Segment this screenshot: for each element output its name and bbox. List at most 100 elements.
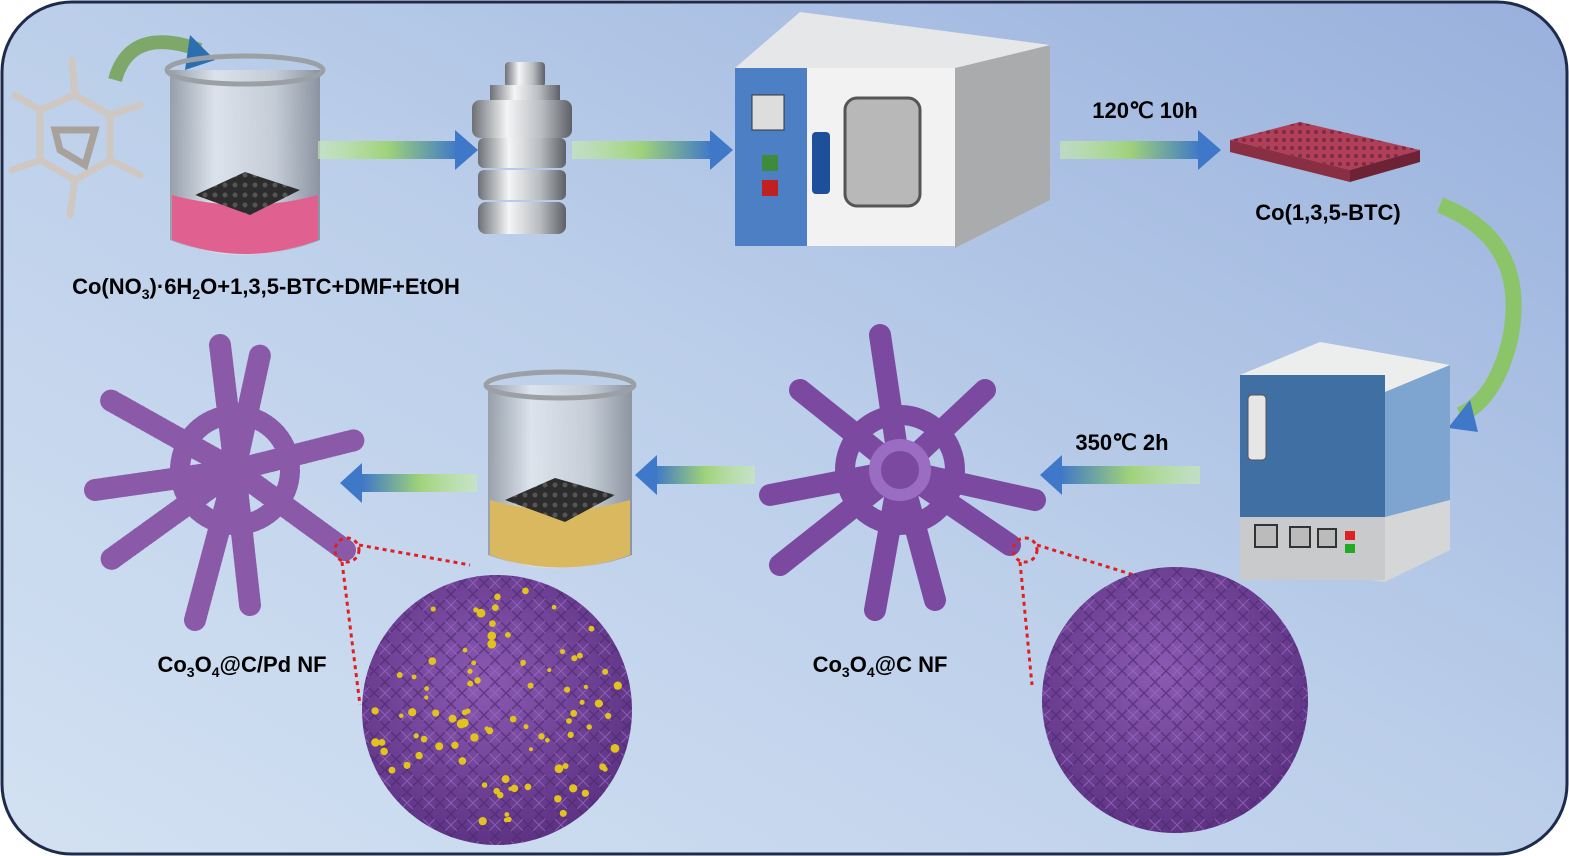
pd-particle xyxy=(458,757,467,765)
pd-particle xyxy=(430,606,436,612)
pd-particle xyxy=(524,783,532,791)
pd-particle xyxy=(471,660,477,666)
pd-particle xyxy=(399,713,404,719)
pd-particle xyxy=(605,712,612,720)
pd-particle xyxy=(559,809,567,817)
precursor-label-part3: O+1,3,5-BTC+DMF+EtOH xyxy=(200,274,460,299)
pd-particle xyxy=(428,657,437,665)
pd-particle xyxy=(420,735,428,743)
pd-particle xyxy=(396,672,403,679)
pd-particle xyxy=(403,761,411,769)
pd-particle xyxy=(501,775,510,784)
pd-particle xyxy=(448,714,457,723)
pd-particle xyxy=(522,587,529,595)
pd-particle xyxy=(571,655,578,662)
precursor-label: Co(NO3)·6H2O+1,3,5-BTC+DMF+EtOH xyxy=(72,274,460,302)
pd-particle xyxy=(474,677,481,684)
precursor-label-sub1: 3 xyxy=(142,286,150,302)
pd-particle xyxy=(581,789,589,797)
muffle-furnace-icon xyxy=(1240,342,1450,582)
pd-particle xyxy=(491,604,499,611)
pd-particle xyxy=(459,718,469,728)
pd-particle xyxy=(380,747,388,756)
pd-particle xyxy=(598,701,604,707)
pd-particle xyxy=(527,682,534,689)
co3o4-c-label: Co3O4@C NF xyxy=(813,652,948,680)
pd-particle xyxy=(579,699,585,705)
pd-particle xyxy=(484,726,489,731)
pd-particle xyxy=(371,707,379,715)
zoom-marker-pd xyxy=(333,536,471,706)
pd-particle xyxy=(411,674,417,680)
pd-particle xyxy=(478,817,487,826)
beaker-icon xyxy=(164,53,326,255)
pd-particle xyxy=(563,686,571,693)
pour-arrow xyxy=(108,35,203,83)
arrow-to-co3o4-c xyxy=(1040,455,1200,495)
pd-particle xyxy=(554,795,562,803)
pd-particle xyxy=(588,625,595,632)
co3o4-c-pd-nanoflower-icon xyxy=(84,334,366,631)
pd-particle xyxy=(504,812,510,817)
pd-particle xyxy=(371,738,380,747)
pd-particle xyxy=(462,647,468,653)
pd-particle xyxy=(408,708,417,717)
pd-particle xyxy=(520,659,526,666)
pd-particle xyxy=(613,681,622,690)
pd-particle xyxy=(569,784,578,793)
pd-particle xyxy=(508,786,513,791)
co3o4-c-nanoflower-icon xyxy=(759,324,1046,621)
pd-particle xyxy=(481,782,488,788)
co3o4-sphere-icon xyxy=(1042,567,1308,833)
pd-particle xyxy=(602,766,608,772)
btc-molecule-icon xyxy=(8,56,144,219)
pd-particle xyxy=(424,686,430,691)
pd-particle xyxy=(586,724,592,730)
mof-plate-icon xyxy=(1230,122,1420,182)
pd-particle xyxy=(567,731,574,738)
pd-particle xyxy=(562,762,569,770)
pd-beaker-icon xyxy=(483,369,637,569)
oven-condition-label: 120℃ 10h xyxy=(1092,98,1197,123)
arrow-to-autoclave xyxy=(318,130,478,170)
calcination-condition-label: 350℃ 2h xyxy=(1075,430,1168,455)
pd-particle xyxy=(493,787,500,795)
arrow-to-pd-beaker xyxy=(635,455,755,495)
pd-particle xyxy=(506,816,512,823)
pd-particle xyxy=(576,652,583,659)
autoclave-icon xyxy=(472,62,572,234)
pd-particle xyxy=(551,604,557,610)
drying-oven-icon xyxy=(735,12,1050,248)
pd-particle xyxy=(487,639,497,649)
pd-particle xyxy=(523,724,529,730)
pd-particle xyxy=(432,709,440,717)
precursor-label-part1: Co(NO xyxy=(72,274,142,299)
pd-particle xyxy=(487,631,497,641)
pd-particle xyxy=(559,648,566,655)
pd-particle xyxy=(510,784,519,793)
zoom-marker xyxy=(1011,536,1151,686)
precursor-label-part2: )·6H xyxy=(150,274,193,299)
pd-particle xyxy=(435,742,444,751)
pd-particle xyxy=(566,718,572,724)
pd-particle xyxy=(467,668,473,674)
pd-particle xyxy=(388,766,396,774)
pd-particle xyxy=(545,737,550,743)
co3o4-pd-sphere-icon xyxy=(362,575,632,845)
pd-particle xyxy=(467,680,474,687)
arrow-to-co3o4-c-pd xyxy=(340,463,477,503)
precursor-label-sub2: 2 xyxy=(192,286,200,302)
pd-particle xyxy=(509,715,517,723)
co3o4-c-pd-label: Co3O4@C/Pd NF xyxy=(157,652,326,680)
pd-particle xyxy=(547,668,552,673)
pd-particle xyxy=(413,733,419,739)
pd-particle xyxy=(504,631,511,638)
pd-particle xyxy=(378,738,386,746)
arrow-to-mof xyxy=(1060,130,1221,170)
pd-particle xyxy=(494,593,501,601)
arrow-to-furnace xyxy=(1436,197,1522,432)
arrow-to-oven xyxy=(572,130,733,170)
pd-particle xyxy=(610,743,620,753)
pd-particle xyxy=(415,751,423,760)
